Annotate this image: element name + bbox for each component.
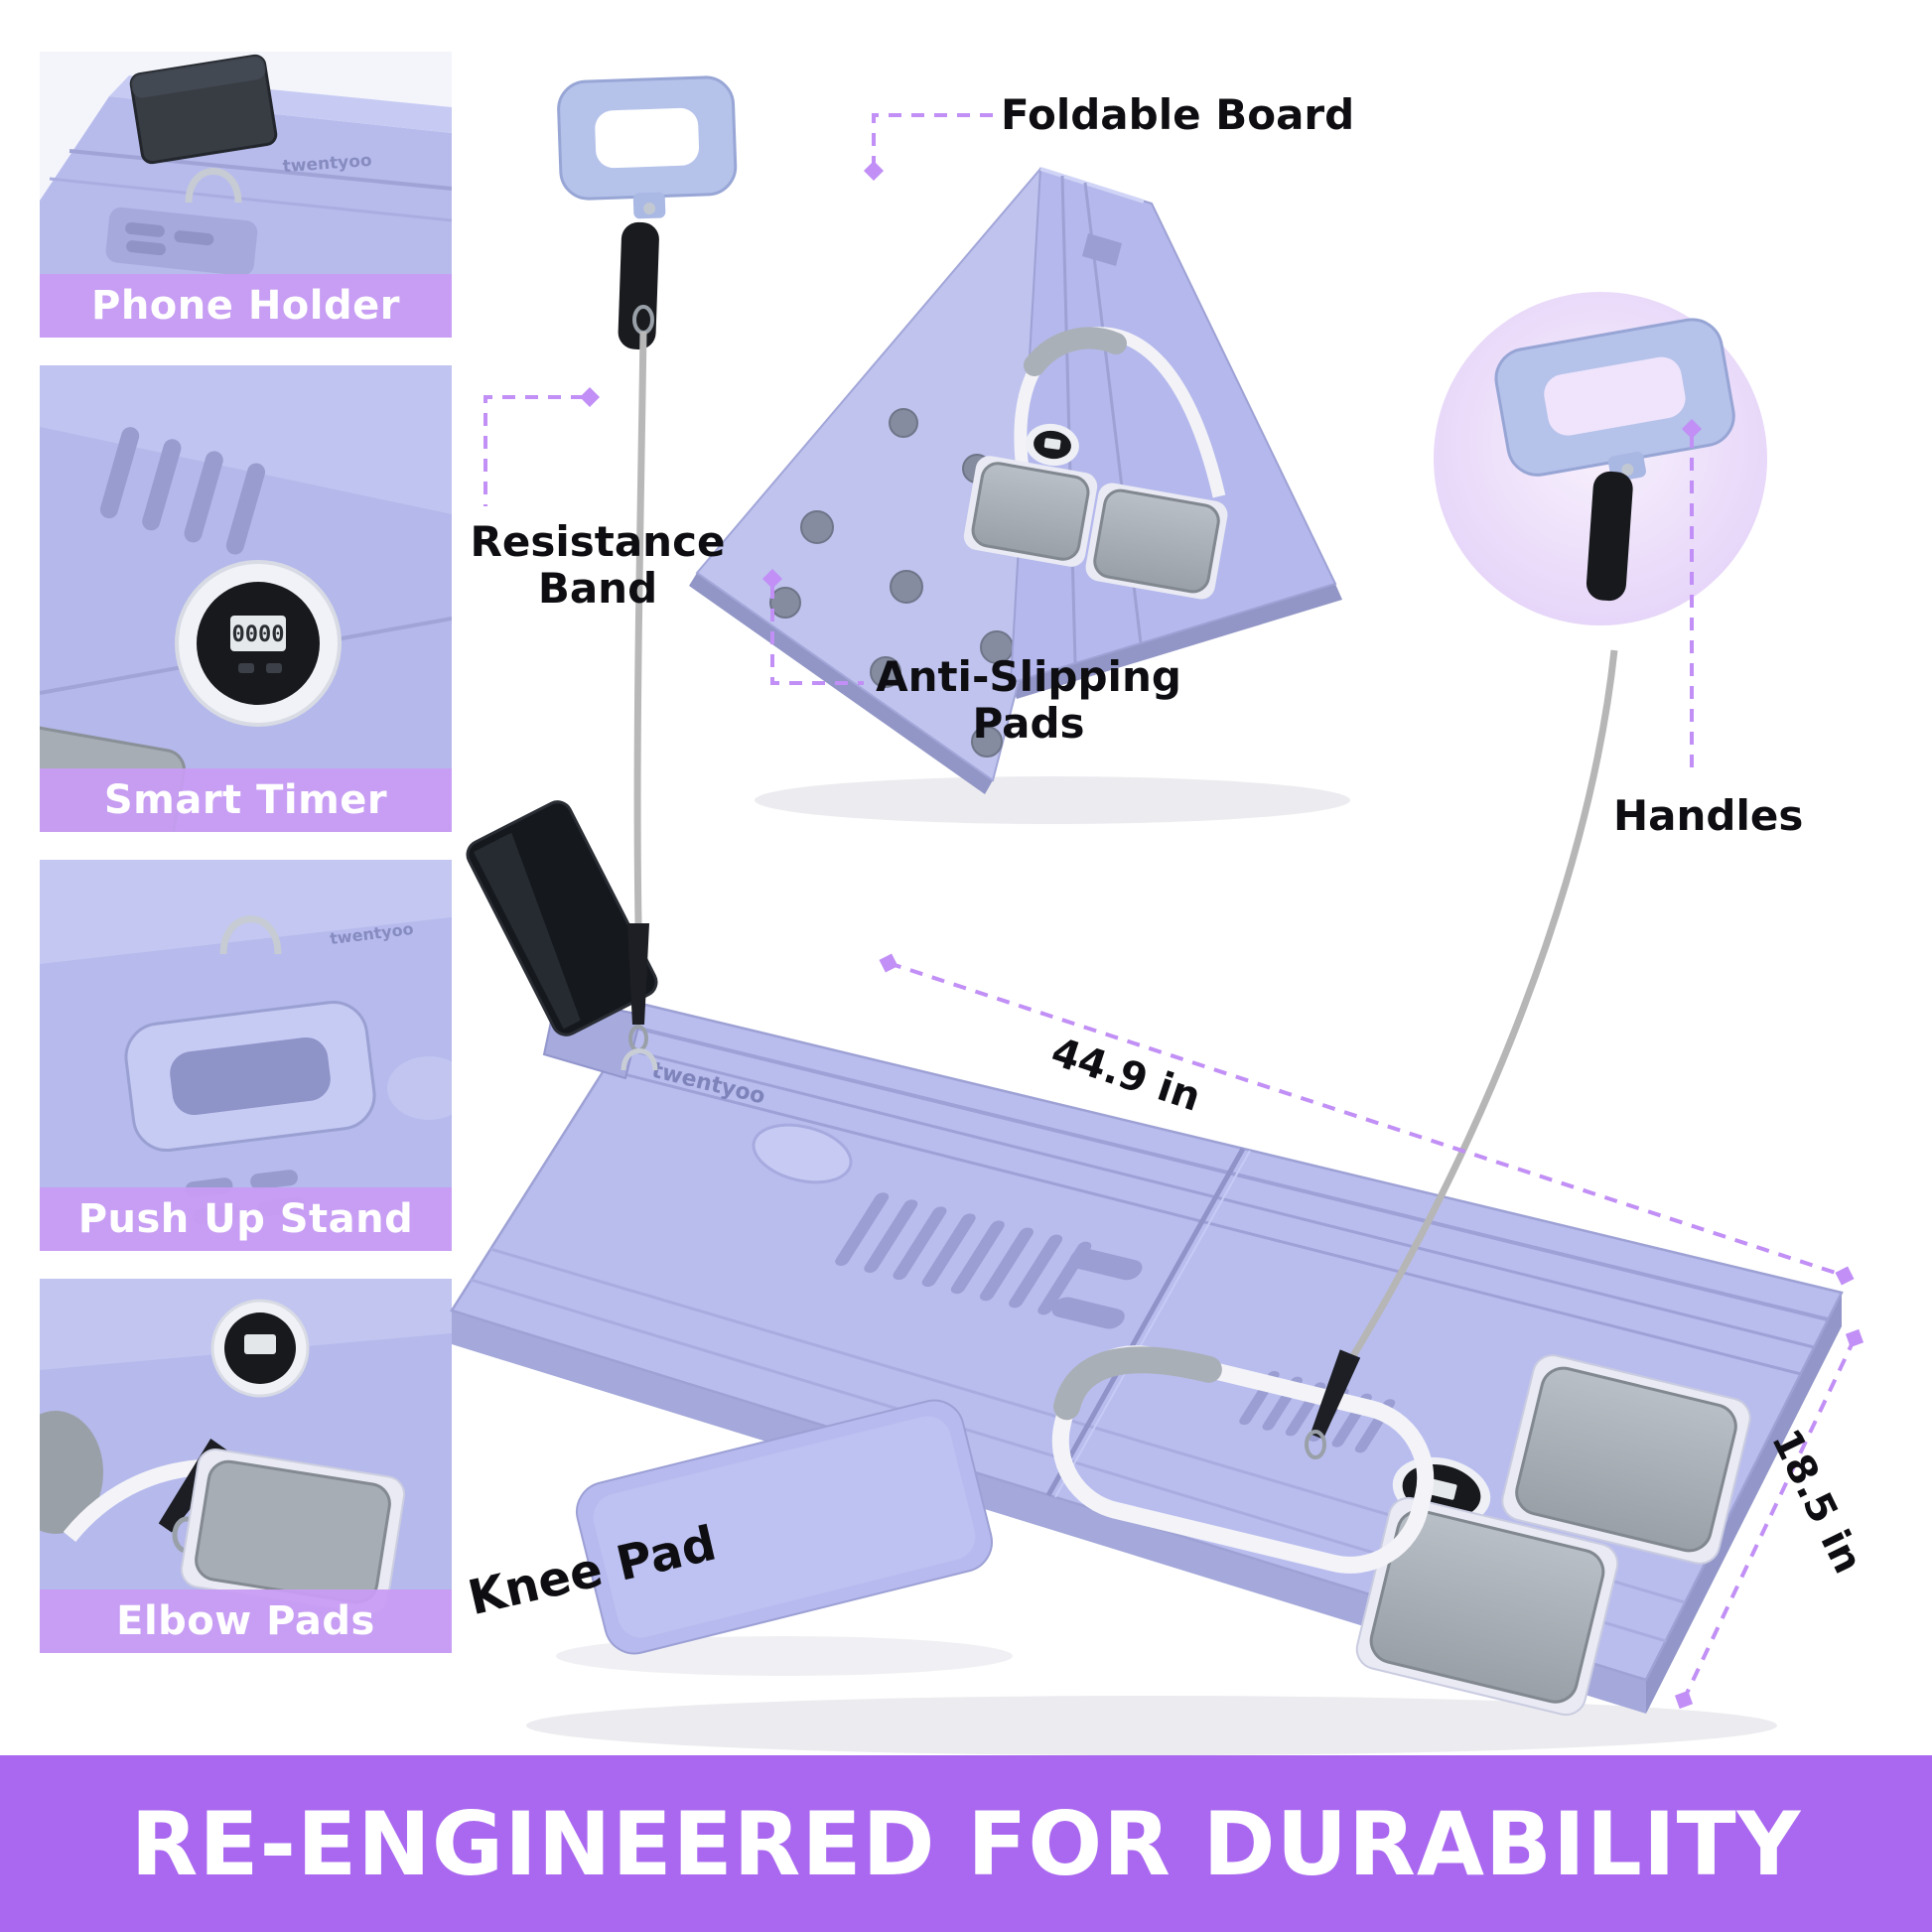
elastic-cord xyxy=(633,331,647,924)
folded-timer xyxy=(1026,423,1079,467)
foam-grip xyxy=(618,221,659,349)
metal-clip xyxy=(1305,1430,1326,1459)
foldable-board xyxy=(689,167,1342,794)
handle-detail xyxy=(1305,318,1735,1459)
detail-tile-elbow-pads: Elbow Pads xyxy=(40,1279,452,1653)
smart-timer-small xyxy=(210,1299,310,1398)
band-connector xyxy=(627,923,649,1025)
board-recess xyxy=(105,207,258,276)
elbow-pad xyxy=(180,1449,406,1615)
band-handle xyxy=(1494,318,1735,483)
timer-display: 0000 xyxy=(232,622,285,647)
push-up-stand-photo: twentyoo xyxy=(40,860,452,1251)
connector-foldable-board xyxy=(872,113,993,163)
connector-arrowheads xyxy=(580,161,1702,589)
foam-grip xyxy=(1053,1346,1222,1421)
foam-grip xyxy=(1024,327,1127,376)
phone-wire-stand xyxy=(219,915,282,955)
depth-label: 18.5 in xyxy=(1762,1423,1870,1581)
knee-pad xyxy=(576,1399,993,1655)
connector-resistance-band xyxy=(483,395,584,506)
folded-elbow-pad-left xyxy=(963,456,1098,567)
label-band-phone-holder: Phone Holder xyxy=(40,274,452,338)
phone xyxy=(129,54,278,165)
push-up-handle xyxy=(124,1000,376,1153)
elastic-cord xyxy=(1332,649,1618,1387)
callout-connectors xyxy=(483,113,1694,777)
board-anchor xyxy=(621,1048,658,1071)
phone-wire-stand xyxy=(185,168,242,204)
carry-slots xyxy=(1051,1248,1143,1329)
phone-holder-photo: twentyoo xyxy=(40,52,452,338)
vent-slats xyxy=(99,427,266,555)
foam-grip xyxy=(1586,471,1633,602)
band-connector xyxy=(1310,1349,1361,1440)
label-band-push-up-stand: Push Up Stand xyxy=(40,1187,452,1251)
smart-timer-device: 0000 xyxy=(175,560,342,727)
callout-handles: Handles xyxy=(1613,791,1804,840)
tile-label: Push Up Stand xyxy=(77,1196,414,1242)
callout-resistance-band: Resistance Band xyxy=(470,517,726,614)
tile-label: Smart Timer xyxy=(103,777,388,823)
fold-seam xyxy=(1045,1147,1246,1497)
detail-tile-push-up-stand: twentyoo Push Up Stand xyxy=(40,860,452,1251)
detail-tile-smart-timer: 0000 Smart Timer xyxy=(40,365,452,832)
elbow-pad-upper xyxy=(1501,1354,1751,1565)
detail-tile-phone-holder: twentyoo Phone Holder xyxy=(40,52,452,338)
callout-foldable-board: Foldable Board xyxy=(1001,90,1355,139)
folded-elbow-pad-right xyxy=(1085,483,1228,600)
pad-edge xyxy=(40,1411,103,1534)
connector-anti-slip xyxy=(770,586,864,685)
vent-slats xyxy=(835,1192,1092,1315)
phone xyxy=(466,800,658,1036)
board-handle xyxy=(1051,1345,1435,1574)
main-board: twentyoo xyxy=(450,800,1844,1717)
resistance-band-left xyxy=(557,75,738,1071)
smart-timer-photo: 0000 xyxy=(40,365,452,832)
tile-label: Phone Holder xyxy=(91,283,400,329)
footer-banner: RE-ENGINEERED FOR DURABILITY xyxy=(0,1755,1932,1932)
callout-anti-slipping-pads: Anti-Slipping Pads xyxy=(876,652,1181,749)
label-band-smart-timer: Smart Timer xyxy=(40,768,452,832)
tile-label: Elbow Pads xyxy=(116,1598,375,1644)
elbow-pad-lower xyxy=(1355,1496,1619,1717)
footer-headline: RE-ENGINEERED FOR DURABILITY xyxy=(130,1792,1802,1895)
label-band-elbow-pads: Elbow Pads xyxy=(40,1589,452,1653)
band-handle xyxy=(557,75,738,219)
